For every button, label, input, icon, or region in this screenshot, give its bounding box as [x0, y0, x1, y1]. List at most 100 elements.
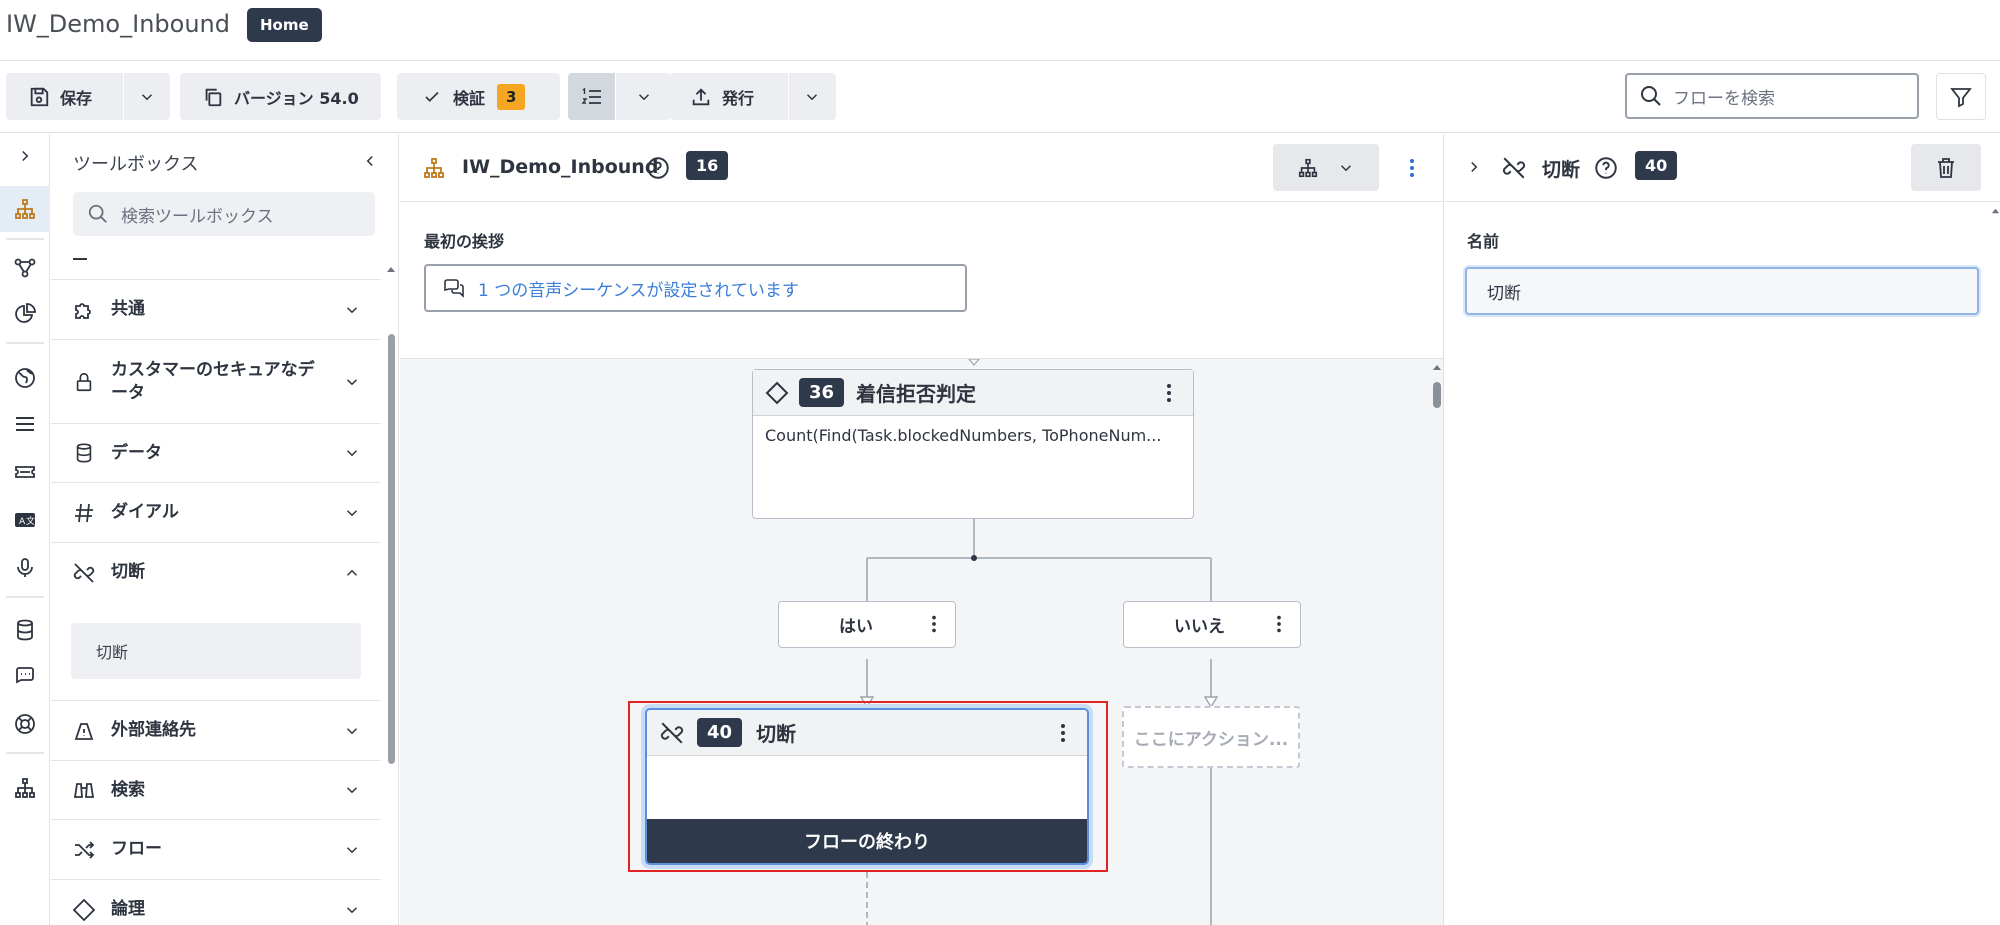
toolbox-title: ツールボックス	[73, 154, 199, 175]
more-vertical-icon[interactable]	[1268, 613, 1290, 635]
canvas-header: IW_Demo_Inbound 16	[400, 134, 1443, 202]
branch-no-label: いいえ	[1174, 617, 1225, 637]
nodes-icon	[14, 258, 36, 278]
toolbox-category-secure-data[interactable]: カスタマーのセキュアなデータ	[51, 339, 381, 423]
globe-icon	[15, 368, 35, 388]
flow-count-badge: 16	[686, 151, 729, 180]
flow-connectors	[859, 359, 1219, 925]
hash-icon	[71, 500, 97, 526]
toolbox-category-search[interactable]: 検索	[51, 760, 381, 819]
rail-microphone[interactable]	[0, 548, 50, 588]
decision-node-title: 着信拒否判定	[856, 382, 977, 406]
svg-text:A: A	[19, 517, 26, 527]
lock-icon	[71, 369, 97, 395]
rail-globe[interactable]	[0, 358, 50, 398]
pie-chart-icon	[15, 303, 36, 323]
toolbox-category-disconnect[interactable]: 切断	[51, 542, 381, 602]
help-icon[interactable]	[645, 155, 671, 181]
chevron-down-icon	[343, 722, 361, 740]
ticket-icon	[15, 466, 35, 478]
rail-graph[interactable]	[0, 248, 50, 288]
publish-button[interactable]: 発行	[670, 73, 788, 120]
decision-node[interactable]: 36 着信拒否判定 Count(Find(Task.blockedNumbers…	[752, 369, 1194, 519]
outline-button-group	[568, 73, 671, 120]
binoculars-icon	[71, 777, 97, 803]
version-button[interactable]: バージョン 54.0	[180, 73, 381, 120]
delete-button[interactable]	[1911, 144, 1981, 191]
chevron-right-icon	[22, 150, 29, 162]
scroll-up-arrow[interactable]	[1991, 206, 2000, 215]
disconnect-node-number: 40	[697, 718, 743, 747]
home-badge[interactable]: Home	[247, 8, 322, 42]
toolbox-category-label: 検索	[111, 779, 145, 800]
rail-support[interactable]	[0, 704, 50, 744]
validate-button[interactable]: 検証 3	[397, 73, 560, 120]
hierarchy-icon	[1298, 158, 1318, 177]
chevron-right-icon[interactable]	[1465, 158, 1483, 176]
rail-hierarchy[interactable]	[0, 768, 50, 808]
toolbox-category-flow[interactable]: フロー	[51, 819, 381, 879]
disconnect-icon	[660, 722, 684, 743]
greeting-audio-button[interactable]: 1 つの音声シーケンスが設定されています	[424, 264, 967, 312]
greeting-label: 最初の挨拶	[424, 232, 505, 251]
app-header: IW_Demo_Inbound Home	[0, 0, 2000, 61]
toolbox-item-disconnect[interactable]: 切断	[71, 623, 361, 679]
disconnect-node-footer: フローの終わり	[647, 819, 1087, 863]
version-label: バージョン 54.0	[234, 88, 359, 108]
chevron-down-icon	[343, 301, 361, 319]
flow-name: IW_Demo_Inbound	[462, 156, 659, 178]
rail-chat[interactable]	[0, 656, 50, 696]
name-input[interactable]: 切断	[1465, 267, 1979, 315]
more-vertical-icon[interactable]	[1051, 721, 1075, 745]
outline-dropdown-button[interactable]	[616, 73, 671, 120]
help-icon[interactable]	[1593, 155, 1619, 181]
action-placeholder[interactable]: ここにアクション...	[1122, 706, 1300, 768]
flow-search-input[interactable]: フローを検索	[1625, 73, 1919, 119]
collapse-toolbox-button[interactable]	[361, 152, 379, 170]
toolbox-category-label: ダイアル	[111, 502, 179, 522]
save-button[interactable]: 保存	[6, 73, 123, 120]
disconnect-node-header: 40 切断	[647, 710, 1087, 756]
branch-no[interactable]: いいえ	[1123, 601, 1301, 648]
save-icon	[30, 87, 49, 106]
flow-canvas-pane: IW_Demo_Inbound 16 最初の挨拶 1 つの音声シーケンスが設定さ…	[400, 134, 1444, 925]
greeting-value: 1 つの音声シーケンスが設定されています	[478, 280, 799, 301]
toolbox-category-dial[interactable]: ダイアル	[51, 482, 381, 542]
disconnect-icon	[1502, 157, 1526, 179]
rail-ticket[interactable]	[0, 452, 50, 492]
filter-button[interactable]	[1936, 73, 1986, 120]
branch-yes[interactable]: はい	[778, 601, 956, 648]
toolbox-scrollbar[interactable]	[386, 264, 396, 915]
chevron-down-icon	[1340, 164, 1352, 171]
lifebuoy-icon	[15, 714, 35, 734]
more-vertical-icon[interactable]	[1157, 381, 1181, 405]
search-icon	[88, 204, 107, 223]
rail-database[interactable]	[0, 610, 50, 650]
trash-icon	[1938, 157, 1954, 178]
rail-reports[interactable]	[0, 294, 50, 334]
outline-toggle-button[interactable]	[568, 73, 615, 120]
more-vertical-icon[interactable]	[923, 613, 945, 635]
toolbox-category-common[interactable]: 共通	[51, 279, 381, 339]
disconnect-node[interactable]: 40 切断 フローの終わり	[645, 708, 1089, 865]
publish-dropdown-button[interactable]	[789, 73, 835, 120]
expand-rail-button[interactable]	[0, 136, 50, 176]
save-dropdown-button[interactable]	[124, 73, 170, 120]
toolbox-category-logic[interactable]: 論理	[51, 879, 381, 925]
chevron-down-icon	[343, 781, 361, 799]
toolbox-category-external-contacts[interactable]: 外部連絡先	[51, 700, 381, 760]
search-icon	[1641, 86, 1661, 106]
toolbox-category-data[interactable]: データ	[51, 423, 381, 482]
more-vertical-icon[interactable]	[1400, 156, 1424, 180]
contact-warning-icon	[71, 718, 97, 744]
toolbox-search-input[interactable]: 検索ツールボックス	[73, 192, 375, 236]
chevron-down-icon	[343, 901, 361, 919]
layout-dropdown-button[interactable]	[1273, 144, 1379, 191]
canvas-scrollbar[interactable]	[1430, 358, 1443, 925]
rail-toolbox[interactable]	[0, 186, 50, 232]
numbered-list-icon	[581, 87, 601, 104]
rail-menu[interactable]	[0, 404, 50, 444]
chevron-up-icon	[343, 564, 361, 582]
name-label: 名前	[1467, 232, 1500, 251]
